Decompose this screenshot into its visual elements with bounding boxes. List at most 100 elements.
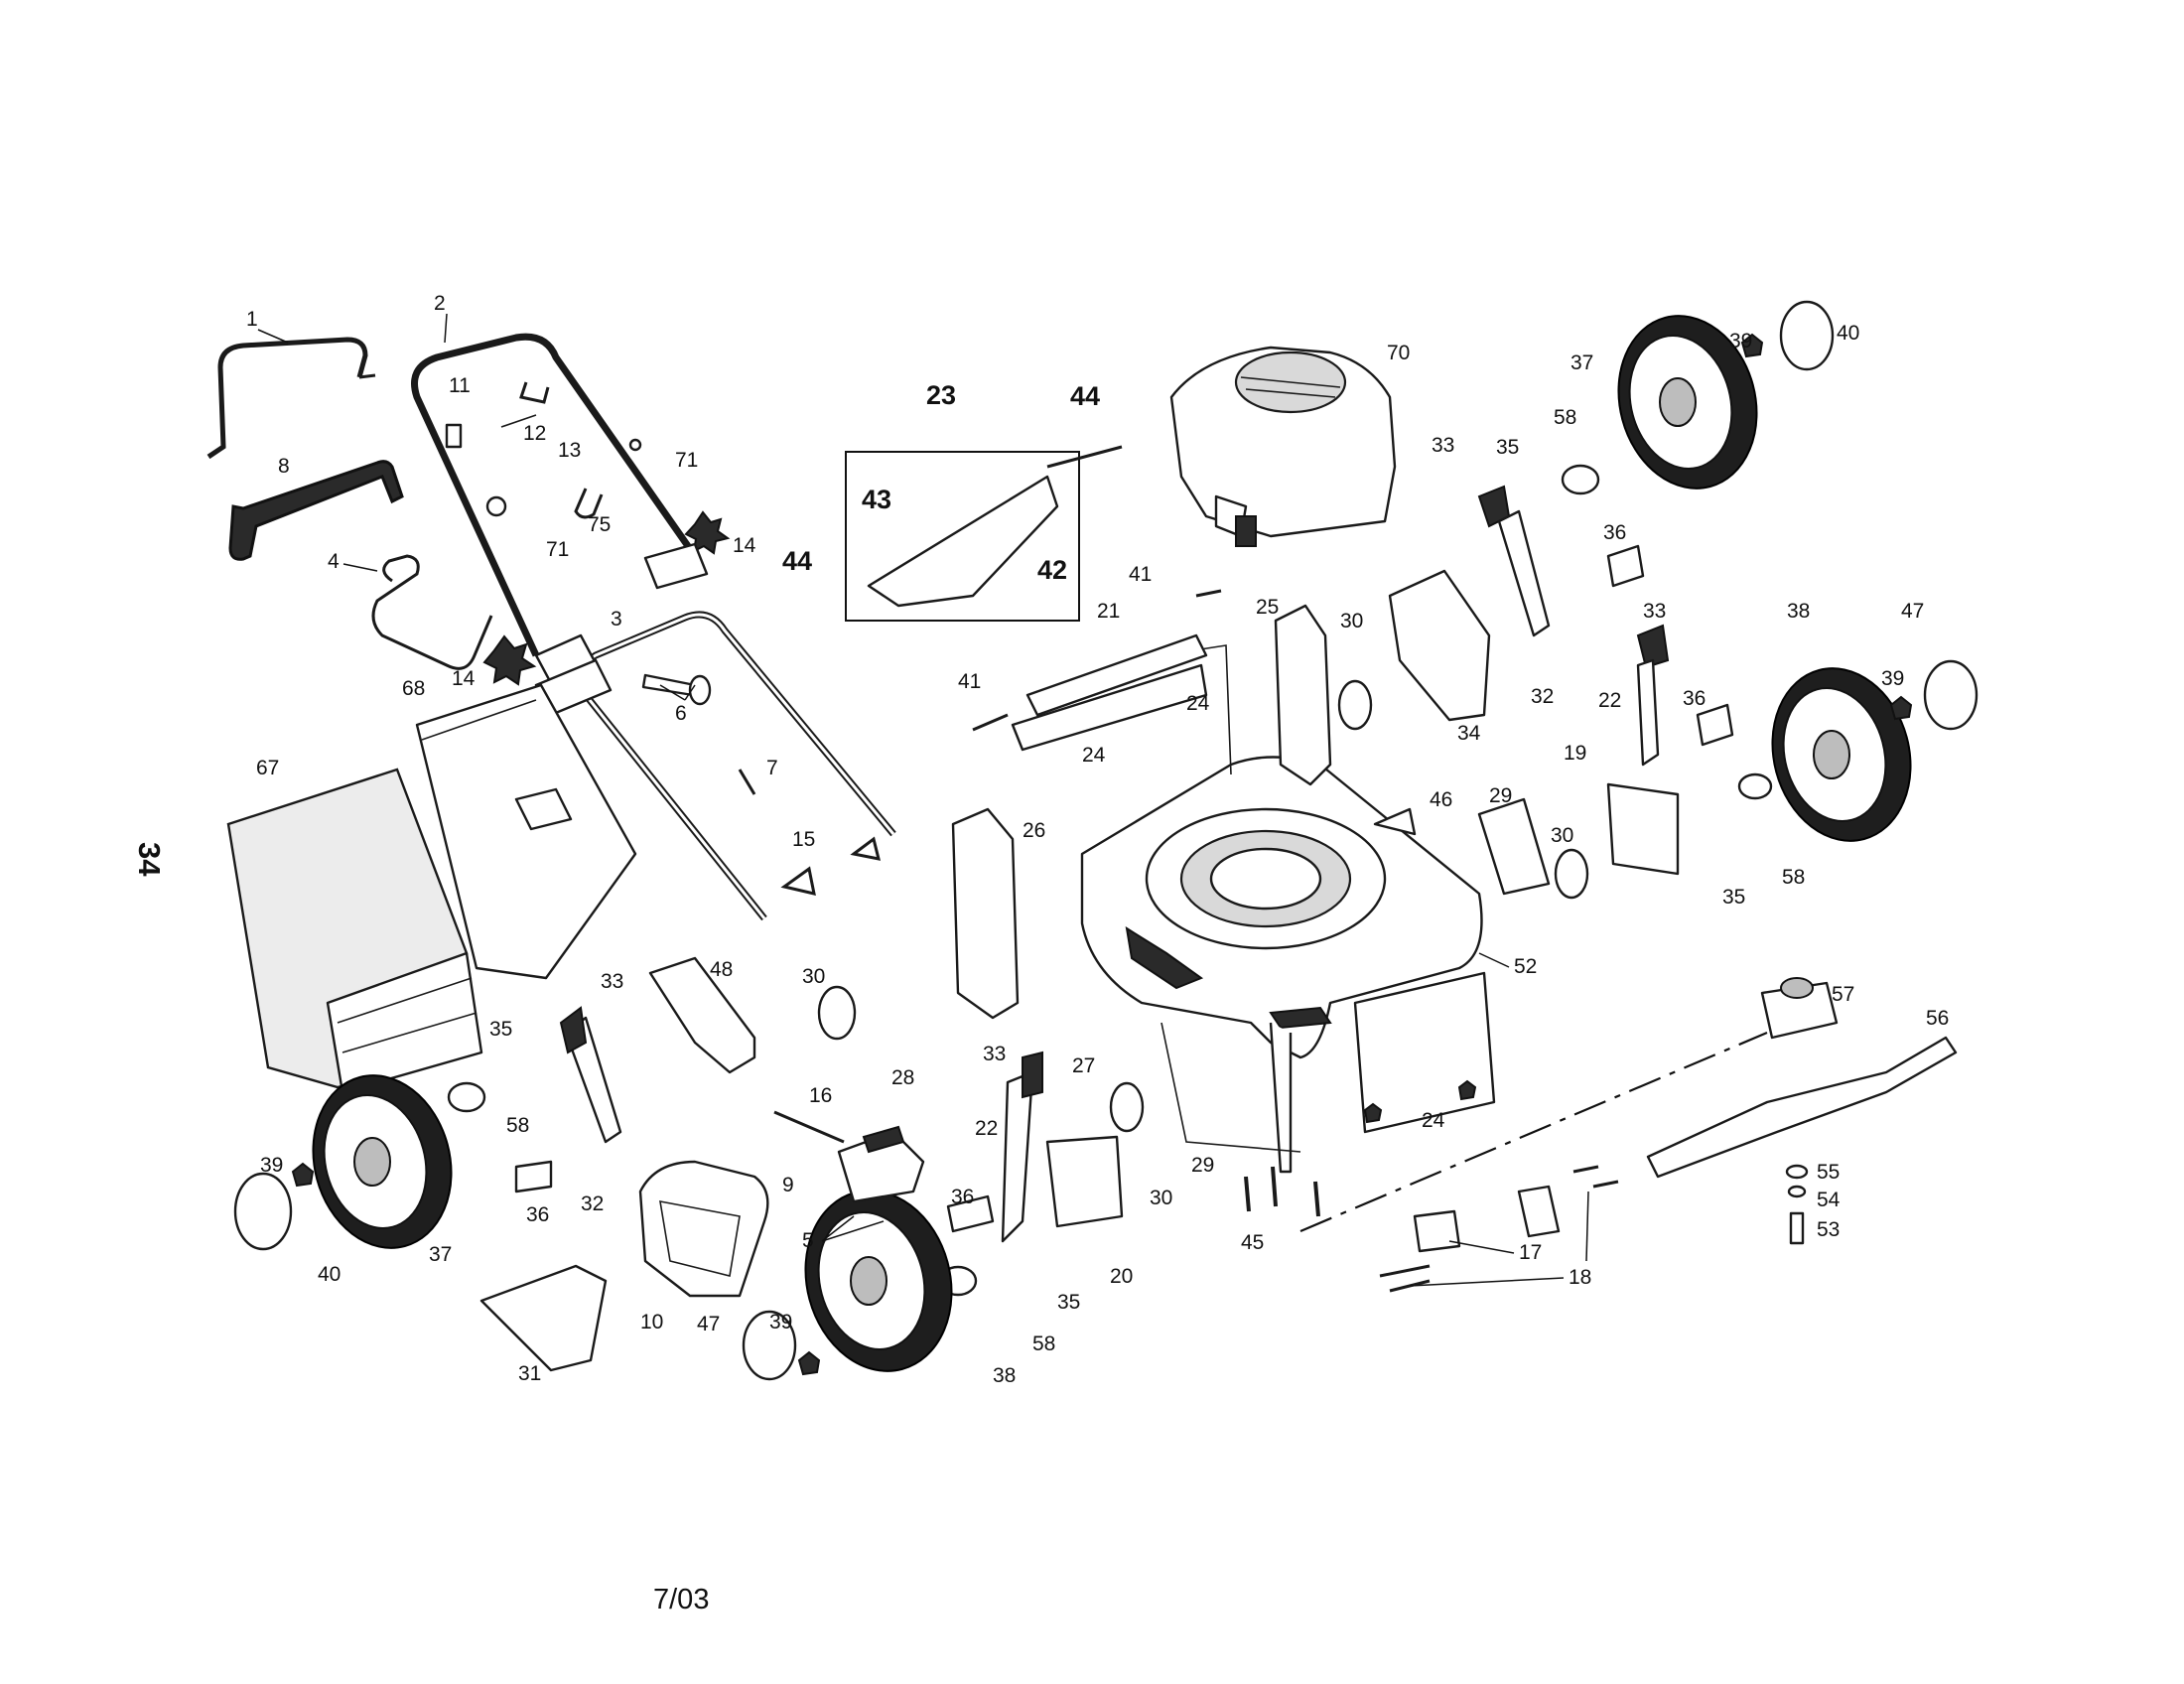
callout-32a: 32 <box>581 1193 604 1215</box>
callout-4: 4 <box>328 550 340 573</box>
callout-14a: 14 <box>452 667 476 690</box>
callout-13: 13 <box>558 439 581 462</box>
page-number: 34 <box>132 842 167 877</box>
rear-flap-rod <box>972 589 1222 752</box>
callout-33b: 33 <box>983 1043 1006 1065</box>
callout-9: 9 <box>782 1174 794 1196</box>
callout-58d: 58 <box>1782 866 1805 889</box>
callout-35a: 35 <box>489 1018 512 1041</box>
handle-grip <box>228 460 404 561</box>
callout-47b: 47 <box>1901 600 1924 623</box>
spacer <box>485 495 507 517</box>
blade-assembly <box>1244 807 1958 1293</box>
callout-39c: 39 <box>1729 330 1752 352</box>
callout-29b: 29 <box>1489 784 1512 807</box>
mulch-plug <box>479 1264 608 1372</box>
mower-deck <box>1080 644 1496 1174</box>
callout-36a: 36 <box>526 1203 549 1226</box>
callout-16: 16 <box>809 1084 832 1107</box>
callout-26: 26 <box>1023 819 1045 842</box>
cable-clip-lower <box>780 866 816 896</box>
callout-58b: 58 <box>1032 1333 1055 1355</box>
adjuster-arm-front-left <box>946 1051 1124 1243</box>
callout-33a: 33 <box>601 970 623 993</box>
callout-30c: 30 <box>1340 610 1363 632</box>
callout-37a: 37 <box>429 1243 452 1266</box>
callout-23: 23 <box>926 380 956 410</box>
callout-71a: 71 <box>675 449 698 472</box>
callout-24b: 24 <box>1186 692 1210 715</box>
callout-35c: 35 <box>1496 436 1519 459</box>
hairpin <box>738 769 756 795</box>
callout-37b: 37 <box>1570 351 1593 374</box>
callout-47a: 47 <box>697 1313 720 1335</box>
callout-24c: 24 <box>1422 1109 1445 1132</box>
callout-27: 27 <box>1072 1054 1095 1077</box>
date-code: 7/03 <box>653 1584 710 1615</box>
callout-2: 2 <box>434 292 446 315</box>
wheel-front-left <box>742 1190 953 1381</box>
callout-52: 52 <box>1514 955 1537 978</box>
callout-7: 7 <box>766 757 778 779</box>
callout-39b: 39 <box>769 1311 792 1333</box>
callout-30b: 30 <box>1150 1187 1172 1209</box>
callout-38a: 38 <box>993 1364 1016 1387</box>
callout-24a: 24 <box>1082 744 1106 767</box>
callout-29a: 29 <box>1191 1154 1214 1177</box>
cable-tie <box>574 488 604 519</box>
height-bracket-front <box>1274 604 1332 786</box>
wheel-rear-right <box>1617 300 1835 490</box>
grass-bag-frame <box>415 683 637 980</box>
callout-11: 11 <box>449 374 471 397</box>
lower-handle <box>576 611 896 921</box>
callout-41b: 41 <box>958 670 981 693</box>
callout-39a: 39 <box>260 1154 283 1177</box>
handle-knob-left <box>482 634 537 686</box>
handle-bolt <box>641 673 697 697</box>
callout-15: 15 <box>792 828 815 851</box>
callout-38b: 38 <box>1787 600 1810 623</box>
callout-55: 55 <box>1817 1161 1840 1184</box>
callout-14b: 14 <box>733 534 756 557</box>
callout-40b: 40 <box>1837 322 1859 345</box>
callout-labels: 1 2 3 4 5 6 7 8 9 10 11 12 13 14 14 15 1… <box>246 292 1949 1387</box>
control-bail <box>206 337 368 460</box>
callout-33c: 33 <box>1432 434 1454 457</box>
callout-36b: 36 <box>951 1186 974 1208</box>
callout-8: 8 <box>278 455 290 478</box>
callout-43: 43 <box>862 485 891 514</box>
handle-knob-right <box>684 510 731 555</box>
upper-handle-parts <box>206 333 731 686</box>
bail-rod <box>371 554 493 670</box>
callout-57: 57 <box>1832 983 1854 1006</box>
engine <box>1169 346 1397 547</box>
callout-25: 25 <box>1256 596 1279 619</box>
callout-45: 45 <box>1241 1231 1264 1254</box>
callout-58a: 58 <box>506 1114 529 1137</box>
adjuster-arm-rear-left <box>514 956 756 1193</box>
callout-48: 48 <box>710 958 733 981</box>
callout-6: 6 <box>675 702 687 725</box>
callout-10: 10 <box>640 1311 663 1333</box>
wheel-front-right <box>1771 659 1979 842</box>
callout-30d: 30 <box>1551 824 1573 847</box>
callout-18: 18 <box>1569 1266 1591 1289</box>
callout-44b: 44 <box>782 546 812 576</box>
callout-28: 28 <box>891 1066 914 1089</box>
wire-guide <box>519 381 550 404</box>
callout-71b: 71 <box>546 538 569 561</box>
callout-5: 5 <box>802 1229 814 1252</box>
callout-31: 31 <box>518 1362 541 1385</box>
callout-42: 42 <box>1037 555 1067 585</box>
callout-12: 12 <box>523 422 546 445</box>
callout-39d: 39 <box>1881 667 1904 690</box>
callout-17: 17 <box>1519 1241 1542 1264</box>
callout-67: 67 <box>256 757 279 779</box>
callout-34: 34 <box>1457 722 1481 745</box>
front-baffle <box>773 1110 925 1203</box>
callout-36c: 36 <box>1603 521 1626 544</box>
callout-56: 56 <box>1926 1007 1949 1030</box>
callout-33d: 33 <box>1643 600 1666 623</box>
callout-70: 70 <box>1387 342 1410 364</box>
